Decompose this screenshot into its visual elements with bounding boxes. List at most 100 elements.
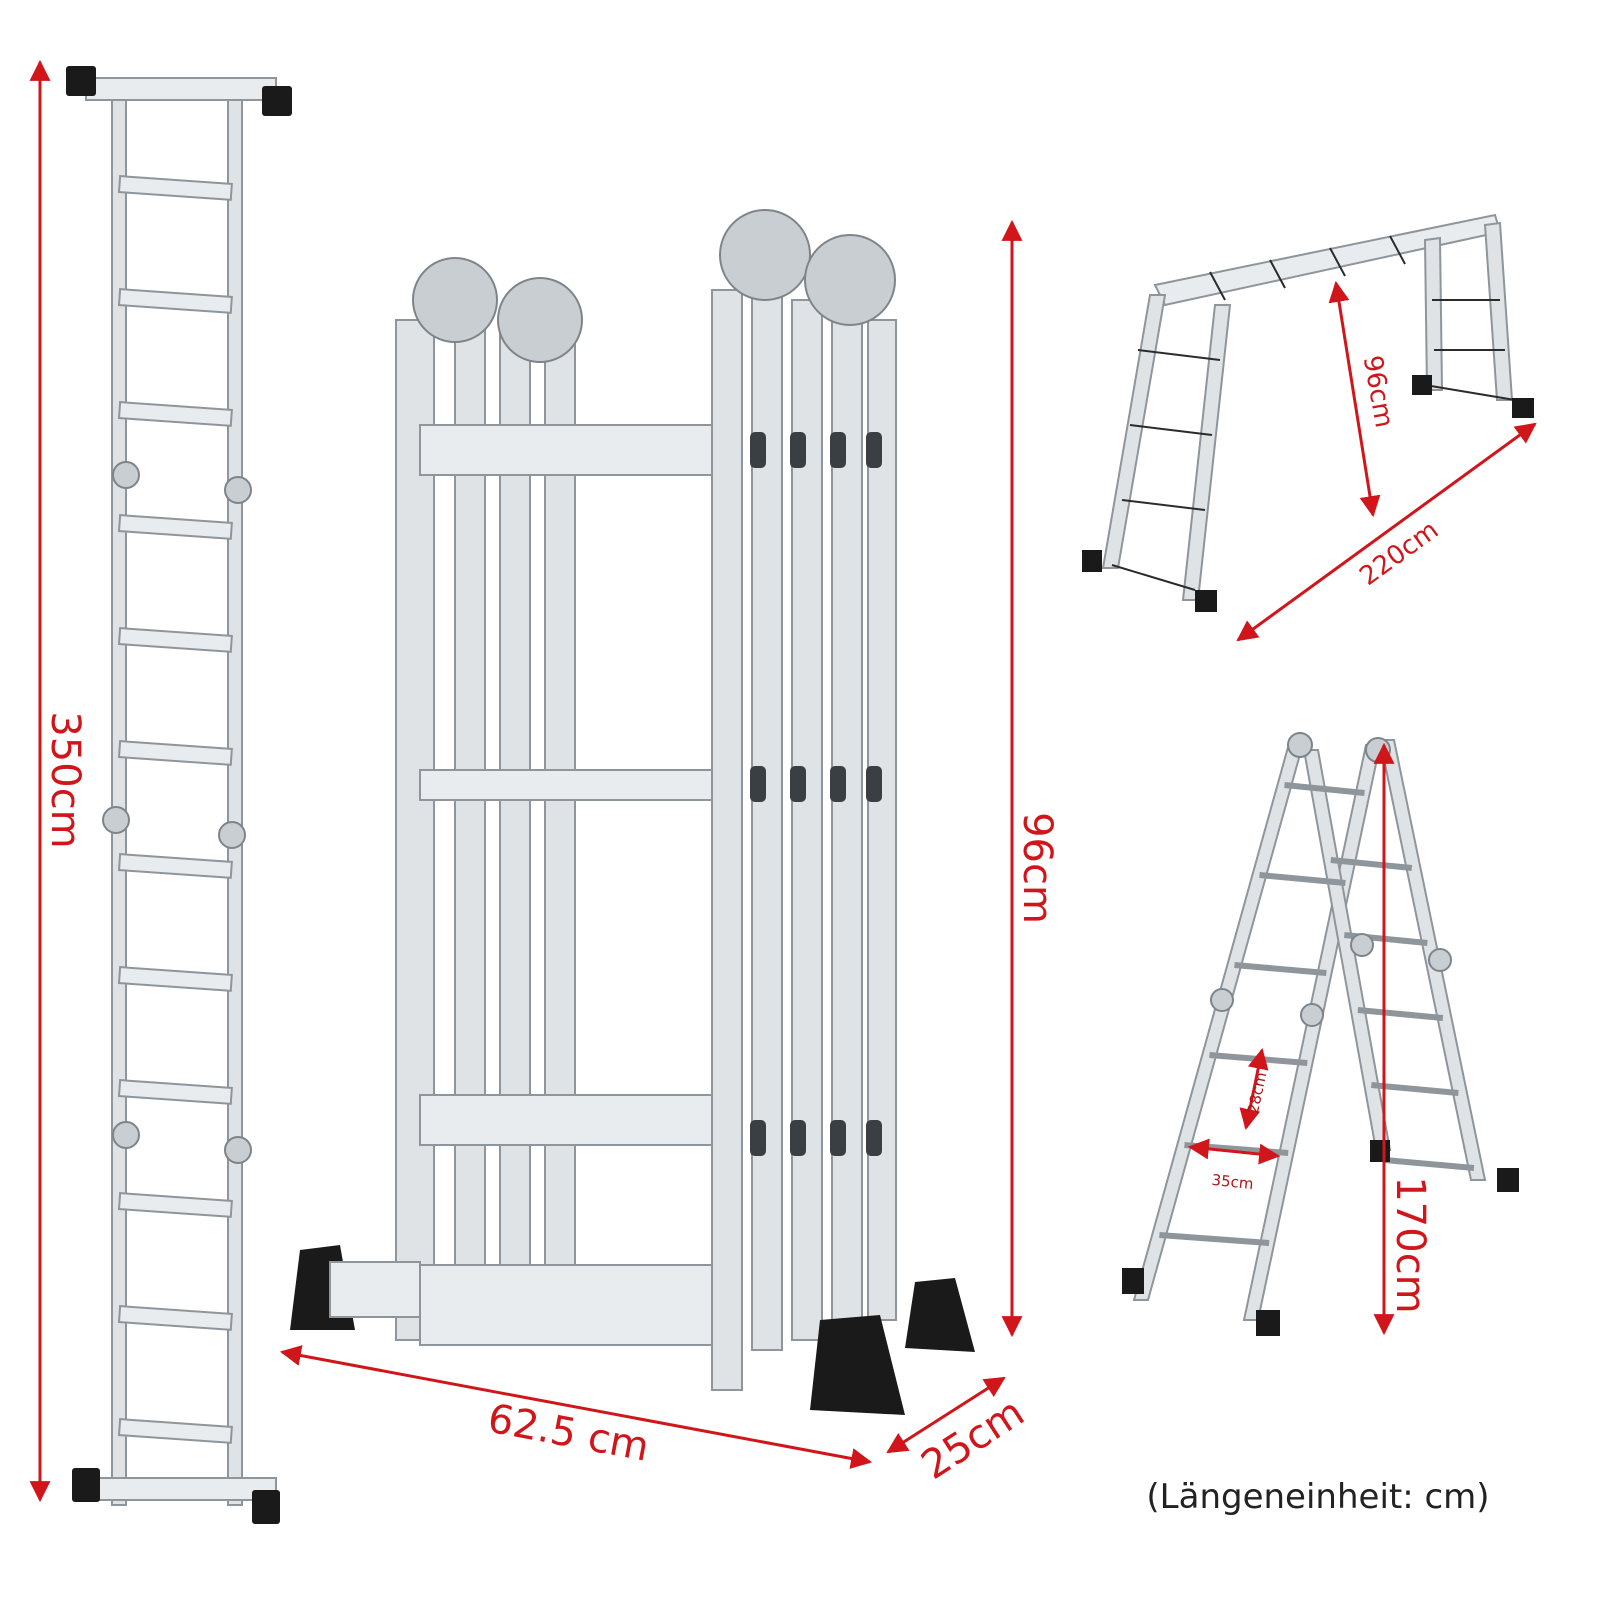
leg-rung <box>1111 564 1196 591</box>
bottom-crossbar <box>85 1477 277 1501</box>
hinge-icon <box>719 209 811 301</box>
scaffold-length-arrow <box>1236 422 1537 642</box>
rung <box>117 175 233 201</box>
back-rail <box>454 329 486 1311</box>
scaffold-length-label: 220cm <box>1354 515 1444 592</box>
leg-rail <box>1181 304 1232 601</box>
rung-spacing-label: 28cm <box>1244 1071 1270 1116</box>
end-cap <box>66 66 96 96</box>
rung <box>1284 782 1365 796</box>
hinge-icon <box>412 257 498 343</box>
rubber-foot <box>810 1315 905 1415</box>
lock-slot <box>790 432 806 468</box>
rung <box>117 1079 233 1105</box>
platform-rung <box>1329 247 1346 277</box>
hinge-icon <box>224 476 252 504</box>
hinge-icon <box>102 806 130 834</box>
lock-slot <box>830 766 846 802</box>
back-rail-left <box>395 319 435 1341</box>
folded-width-arrow <box>279 1345 873 1469</box>
full-length-label: 350cm <box>42 711 88 848</box>
lock-slot <box>750 432 766 468</box>
rung <box>117 1418 233 1444</box>
leg-rail <box>1302 749 1392 1151</box>
rung <box>117 1192 233 1218</box>
leg-rail <box>1101 294 1167 569</box>
foot-bar <box>329 1261 421 1318</box>
rung <box>117 514 233 540</box>
rubber-foot <box>905 1278 975 1352</box>
rubber-foot <box>1082 550 1102 572</box>
hinge-icon <box>224 1136 252 1164</box>
end-cap <box>262 86 292 116</box>
rung <box>117 288 233 314</box>
rubber-foot <box>1512 398 1534 418</box>
lock-slot <box>866 766 882 802</box>
top-crossbar <box>85 77 277 101</box>
unit-note: (Längeneinheit: cm) <box>1146 1477 1489 1517</box>
folded-depth-arrow <box>886 1376 1006 1454</box>
rung <box>1259 872 1346 886</box>
lock-slot <box>750 1120 766 1156</box>
front-rail <box>867 319 897 1321</box>
folded-height-label: 96cm <box>1014 812 1060 924</box>
hinge-icon <box>1300 1003 1324 1027</box>
right-rail <box>227 79 243 1506</box>
platform-rung <box>1209 271 1226 301</box>
rung <box>1330 857 1413 871</box>
rubber-foot <box>1412 375 1432 395</box>
lock-slot <box>866 1120 882 1156</box>
rung-spacing-arrow <box>1239 1047 1269 1131</box>
hinge-icon <box>218 821 246 849</box>
rung-width-arrow <box>1187 1138 1281 1165</box>
hinge-icon <box>497 277 583 363</box>
hinge-icon <box>1350 933 1374 957</box>
extended-ladder <box>66 66 292 1524</box>
rung <box>419 424 731 476</box>
rubber-foot <box>1256 1310 1280 1336</box>
rung <box>1357 1007 1444 1021</box>
folded-depth-label: 25cm <box>913 1389 1032 1489</box>
platform-rung <box>1269 259 1286 289</box>
lock-slot <box>790 766 806 802</box>
rung <box>419 769 731 801</box>
leg-rung <box>1121 499 1206 511</box>
front-rail <box>711 289 743 1391</box>
hinge-icon <box>1210 988 1234 1012</box>
rubber-foot <box>1195 590 1217 612</box>
leg-rung <box>1137 349 1221 361</box>
rungs <box>117 175 233 1444</box>
hinge-icon <box>1365 737 1391 763</box>
hinge-icon <box>804 234 896 326</box>
aframe-height-label: 170cm <box>1387 1176 1433 1313</box>
back-rail <box>544 329 576 1311</box>
end-cap <box>72 1468 100 1502</box>
front-rail <box>791 299 823 1341</box>
back-rail <box>499 329 531 1311</box>
rung-width-label: 35cm <box>1211 1171 1255 1193</box>
rung <box>117 853 233 879</box>
rung <box>117 627 233 653</box>
leg-rung <box>1424 384 1516 401</box>
rubber-foot <box>1370 1140 1390 1162</box>
rubber-foot <box>1497 1168 1519 1192</box>
lock-slot <box>750 766 766 802</box>
lock-slots <box>750 432 882 1156</box>
platform-rung <box>1389 235 1406 265</box>
lock-slot <box>790 1120 806 1156</box>
hinge-icon <box>1287 732 1313 758</box>
rung <box>1234 962 1327 976</box>
base-bar <box>419 1264 741 1346</box>
rung <box>117 401 233 427</box>
rung <box>117 1305 233 1331</box>
hinge-icon <box>112 1121 140 1149</box>
aframe-ladder <box>1122 732 1519 1336</box>
hinge-icon <box>112 461 140 489</box>
rubber-foot <box>1122 1268 1144 1294</box>
rung <box>1159 1232 1270 1246</box>
lock-slot <box>866 432 882 468</box>
platform <box>1153 213 1502 307</box>
leg-rung <box>1129 424 1213 436</box>
rung <box>117 740 233 766</box>
